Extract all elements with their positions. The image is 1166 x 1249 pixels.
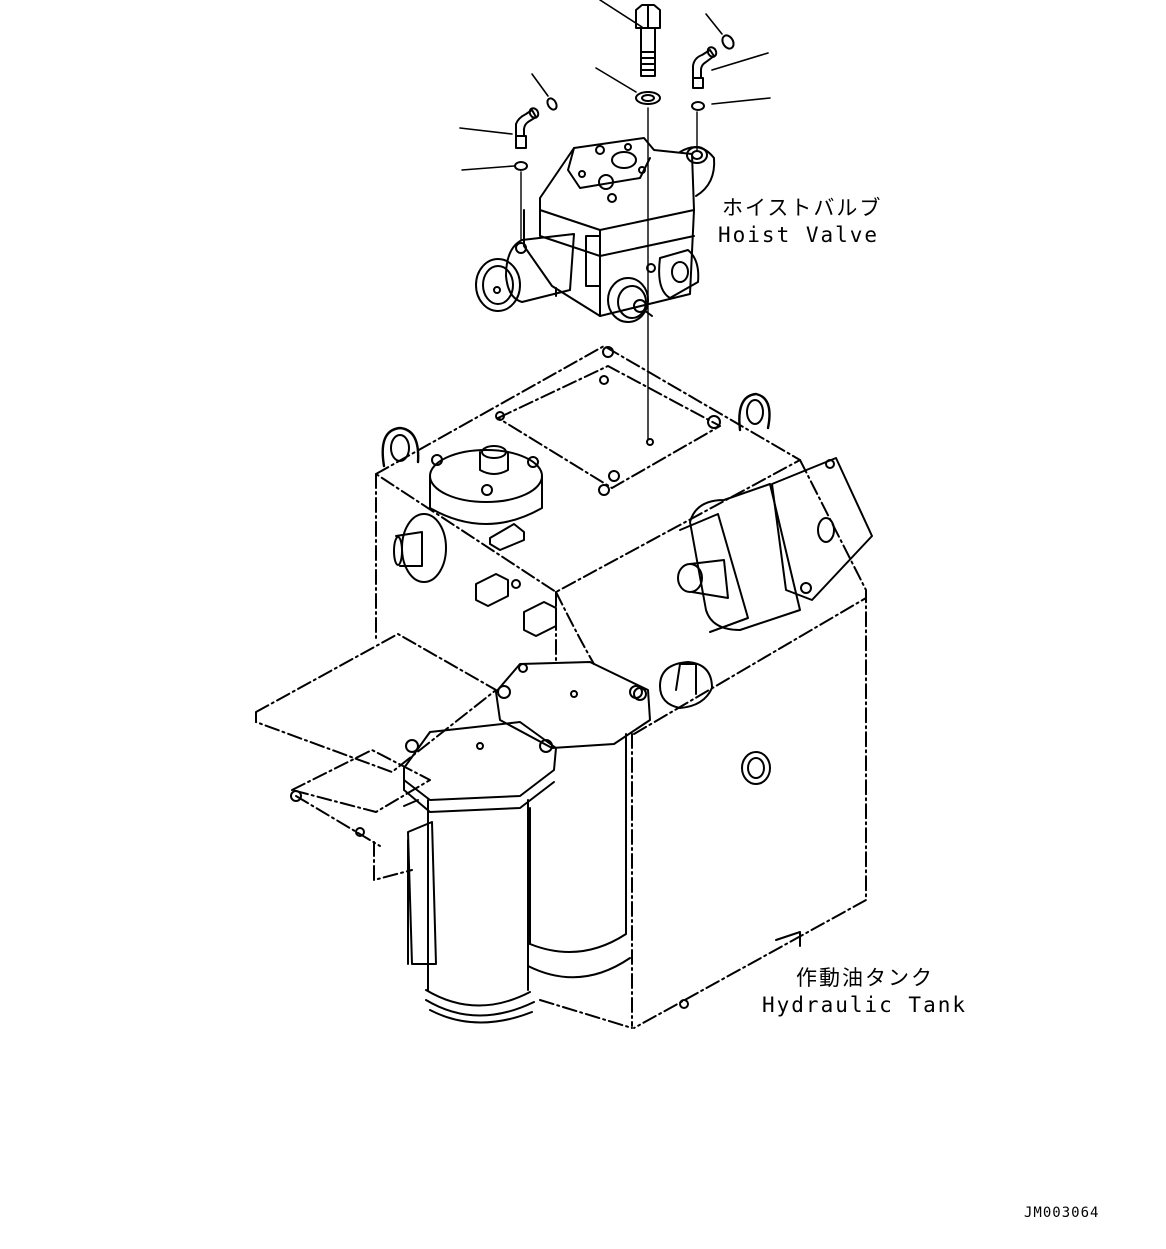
elbow-fitting-right [692,46,718,89]
bolt [635,4,661,77]
o-ring-left [514,161,528,171]
elbow-fitting-left [515,107,540,149]
o-ring-small-top-right [721,34,735,50]
filter-assembly [255,633,651,1024]
hydraulic-tank-label-en: Hydraulic Tank [762,993,968,1017]
hoist-valve-label-jp: ホイストバルブ [722,196,883,220]
washer [635,91,661,105]
alignment-lines [520,107,698,441]
hoist-valve-label-en: Hoist Valve [718,223,880,247]
o-ring-small-left [546,97,558,111]
hoist-valve [475,137,716,323]
leader-lines [459,0,771,171]
hydraulic-tank [375,345,873,1029]
hydraulic-tank-label-jp: 作動油タンク [796,966,934,990]
drawing-code: JM003064 [1024,1205,1100,1221]
o-ring-right [691,101,705,111]
